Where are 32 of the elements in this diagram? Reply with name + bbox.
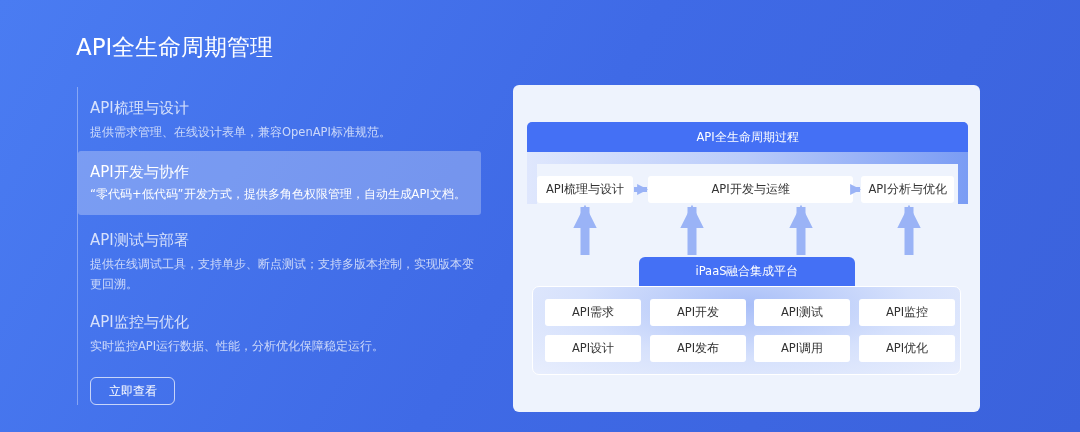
- arrow: [850, 184, 862, 195]
- arrow: [789, 204, 813, 255]
- feature-box: API优化: [859, 335, 955, 362]
- lifecycle-band: [527, 122, 968, 204]
- feature-box: API调用: [754, 335, 850, 362]
- process-box: API分析与优化: [861, 176, 954, 203]
- feature-box: API需求: [545, 299, 641, 326]
- title: API全生命周期管理: [76, 33, 274, 62]
- band-header: API全生命周期过程: [527, 122, 968, 152]
- item-heading: API测试与部署: [90, 230, 190, 250]
- item-description: 提供在线调试工具，支持单步、断点测试；支持多版本控制，实现版本变更回溯。: [90, 256, 475, 293]
- item-description: “零代码+低代码”开发方式，提供多角色权限管理，自动生成API文档。: [90, 187, 466, 202]
- highlighted-item: [78, 151, 481, 215]
- process-box: API开发与运维: [648, 176, 853, 203]
- view-button: 立即查看: [90, 377, 175, 405]
- item-description: 实时监控API运行数据、性能，分析优化保障稳定运行。: [90, 338, 386, 355]
- item-heading: API开发与协作: [90, 163, 189, 182]
- item-heading: API梳理与设计: [90, 98, 190, 118]
- feature-box: API设计: [545, 335, 641, 362]
- arrow: [680, 204, 704, 255]
- item-heading: API监控与优化: [90, 312, 190, 332]
- feature-box: API开发: [650, 299, 746, 326]
- platform-panel: [532, 257, 961, 375]
- feature-box: API发布: [650, 335, 746, 362]
- platform-tab: iPaaS融合集成平台: [639, 257, 855, 286]
- arrow: [897, 204, 921, 255]
- arrow: [573, 204, 597, 255]
- item-description: 提供需求管理、在线设计表单，兼容OpenAPI标准规范。: [90, 124, 392, 141]
- feature-box: API测试: [754, 299, 850, 326]
- arrow: [634, 184, 649, 195]
- feature-box: API监控: [859, 299, 955, 326]
- process-box: API梳理与设计: [537, 176, 633, 203]
